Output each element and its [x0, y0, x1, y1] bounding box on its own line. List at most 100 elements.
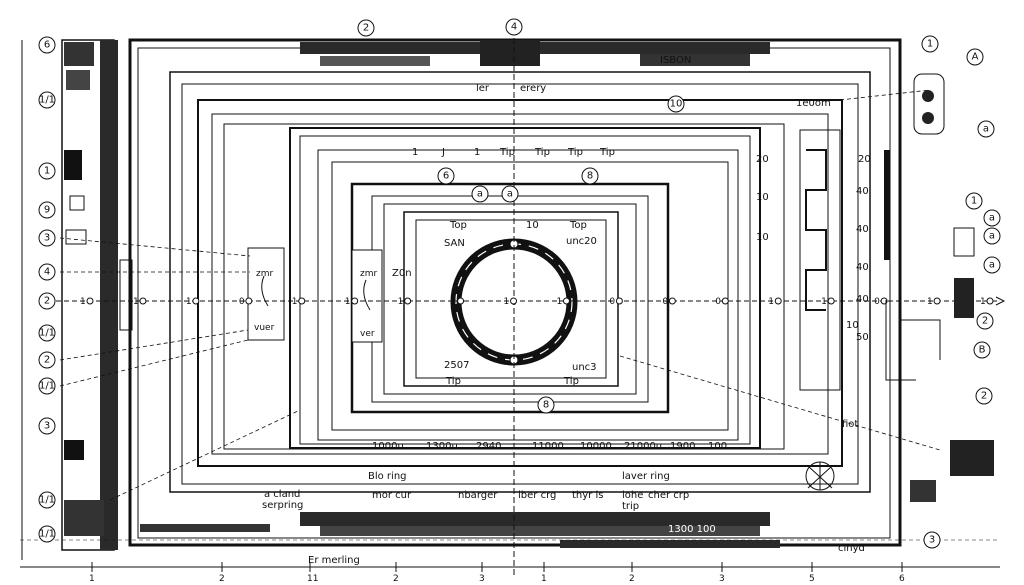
bottom-axis-label: 1 — [89, 574, 95, 584]
svg-text:1: 1 — [927, 39, 933, 50]
axis-tick-label: 0 — [239, 297, 245, 307]
callout-left: 1 — [38, 162, 56, 180]
svg-text:a: a — [477, 189, 483, 200]
right-devices — [805, 73, 994, 502]
svg-text:1/1: 1/1 — [39, 328, 55, 339]
callout-right: 2 — [976, 312, 994, 330]
svg-text:6: 6 — [44, 40, 50, 51]
bottom-caption: nbarger — [458, 490, 498, 501]
axis-tick-label: 0 — [609, 297, 615, 307]
callout-right: a — [983, 209, 1001, 227]
left-box-b-side: Z0n — [392, 268, 412, 279]
callout-right: 2 — [975, 387, 993, 405]
header-cell: Tip — [499, 147, 515, 158]
header-cell: Tip — [534, 147, 550, 158]
bottom-caption: cher crp — [648, 490, 689, 501]
svg-text:3: 3 — [44, 233, 50, 244]
bottom-value: 2940 — [476, 441, 501, 452]
axis-tick — [192, 297, 200, 305]
callout-top: 2 — [357, 19, 375, 37]
bottom-caption: serpring — [262, 500, 303, 511]
svg-text:2: 2 — [44, 296, 50, 307]
svg-text:1: 1 — [971, 196, 977, 207]
bottom-misc-labels: 1300 100 Er merling fiot cinyd — [308, 419, 865, 566]
callout-inner: 10 — [667, 95, 685, 113]
header-cell: J — [441, 147, 445, 158]
top-strip-prefix: ler — [476, 83, 490, 94]
inner-label-br: unc3 — [572, 362, 597, 373]
axis-tick — [933, 297, 941, 305]
callout-right: a — [977, 120, 995, 138]
svg-text:4: 4 — [44, 267, 50, 278]
scale-label: 10 — [846, 320, 859, 331]
svg-text:9: 9 — [44, 205, 50, 216]
inner-label-bottom-left: Tip — [445, 376, 461, 387]
svg-text:1/1: 1/1 — [39, 95, 55, 106]
svg-text:3: 3 — [929, 535, 935, 546]
axis-tick-label: 1 — [768, 297, 774, 307]
axis-tick-label: 1 — [80, 297, 86, 307]
callout-left: 1/1 — [38, 324, 56, 342]
callout-right: a — [983, 256, 1001, 274]
bottom-caption: lohe — [622, 490, 643, 501]
inner-label-bottom-right: Tip — [563, 376, 579, 387]
bottom-axis-label: 1 — [541, 574, 547, 584]
axis-tick-label: 1 — [292, 297, 298, 307]
svg-text:A: A — [972, 52, 979, 63]
svg-text:6: 6 — [443, 171, 449, 182]
inner-label-top-center: 10 — [526, 220, 539, 231]
callout-left: 2 — [38, 351, 56, 369]
axis-tick — [562, 297, 570, 305]
axis-tick — [827, 297, 835, 305]
svg-text:a: a — [989, 231, 995, 242]
inner-label-un: unc20 — [566, 236, 597, 247]
scale-label: 40 — [856, 224, 869, 235]
callout-left: 2 — [38, 292, 56, 310]
axis-tick-label: 1 — [398, 297, 404, 307]
callout-inner: a — [471, 185, 489, 203]
axis-tick-label: 0 — [662, 297, 668, 307]
callout-right: 1 — [965, 192, 983, 210]
axis-tick-label: 1 — [821, 297, 827, 307]
axis-tick — [351, 297, 359, 305]
right-top-label: 1e0om — [796, 98, 831, 109]
callout-inner: a — [501, 185, 519, 203]
axis-tick — [139, 297, 147, 305]
bottom-bar-label: 1300 100 — [668, 524, 716, 535]
callout-left: 3 — [38, 229, 56, 247]
svg-text:a: a — [989, 260, 995, 271]
right-note: fiot — [842, 419, 858, 430]
axis-tick-label: 1 — [504, 297, 510, 307]
axis-tick-label: 1 — [186, 297, 192, 307]
axis-tick — [615, 297, 623, 305]
svg-text:1/1: 1/1 — [39, 495, 55, 506]
svg-text:a: a — [989, 213, 995, 224]
axis-tick — [404, 297, 412, 305]
left-box-a: zmr vuer — [247, 247, 285, 341]
svg-text:1/1: 1/1 — [39, 529, 55, 540]
top-strip-label: erery — [520, 83, 546, 94]
svg-text:2: 2 — [981, 391, 987, 402]
bottom-axis-label: 3 — [719, 574, 725, 584]
callout-inner: 8 — [581, 167, 599, 185]
svg-text:2: 2 — [363, 23, 369, 34]
header-cell: Tip — [599, 147, 615, 158]
left-box-b-top: zmr — [360, 269, 377, 279]
axis-tick — [457, 297, 465, 305]
scale-label: 50 — [856, 332, 869, 343]
bottom-axis-label: 3 — [479, 574, 485, 584]
top-bar-label: ISBON — [660, 55, 691, 66]
callout-right: A — [966, 48, 984, 66]
header-cell: 1 — [474, 147, 480, 158]
header-cell: Tip — [567, 147, 583, 158]
axis-tick — [86, 297, 94, 305]
leader-lines — [59, 89, 941, 501]
callout-left: 1/1 — [38, 377, 56, 395]
scale-label: 40 — [856, 294, 869, 305]
svg-text:a: a — [983, 124, 989, 135]
